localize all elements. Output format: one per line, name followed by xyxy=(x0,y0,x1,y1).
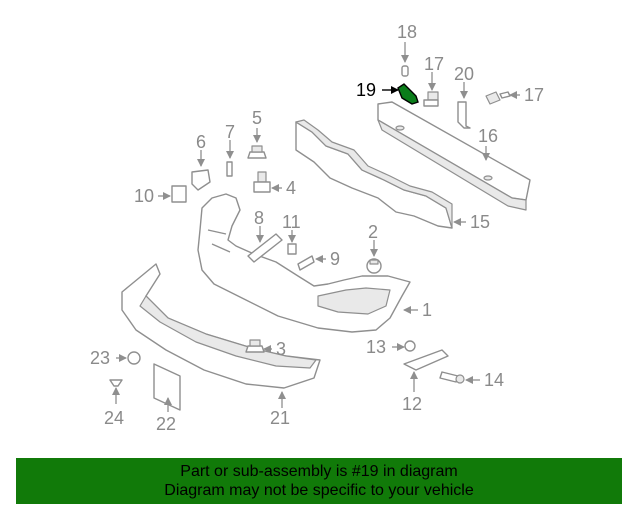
part-8-bracket xyxy=(247,233,283,263)
callout-5[interactable]: 5 xyxy=(252,108,262,128)
part-12-bracket xyxy=(403,349,449,371)
callout-7[interactable]: 7 xyxy=(225,122,235,142)
part-17-bolt-left xyxy=(423,91,439,107)
callout-15[interactable]: 15 xyxy=(470,212,490,232)
part-21-lower-valance xyxy=(121,263,321,389)
callout-2[interactable]: 2 xyxy=(368,222,378,242)
part-7-pin xyxy=(226,161,233,177)
part-24-screw xyxy=(109,379,123,387)
part-19-bracket-highlighted xyxy=(397,83,419,105)
callout-13[interactable]: 13 xyxy=(366,337,386,357)
callout-24[interactable]: 24 xyxy=(104,408,124,428)
callout-3[interactable]: 3 xyxy=(276,339,286,359)
part-18-clip xyxy=(401,65,409,77)
callout-12[interactable]: 12 xyxy=(402,394,422,414)
leader-lines xyxy=(112,42,520,412)
callout-22[interactable]: 22 xyxy=(156,414,176,434)
part-13-clip xyxy=(404,340,416,352)
part-6-bracket xyxy=(191,169,211,191)
part-4-bolt xyxy=(253,171,271,193)
part-5-nut xyxy=(247,145,267,159)
part-10-bracket xyxy=(171,185,187,203)
callout-9[interactable]: 9 xyxy=(330,249,340,269)
footer-line-2: Diagram may not be specific to your vehi… xyxy=(164,482,474,499)
callout-20[interactable]: 20 xyxy=(454,64,474,84)
part-17-bolt-right xyxy=(485,91,511,105)
parts-diagram: 18 19 17 20 17 16 5 6 7 4 10 8 11 2 9 15… xyxy=(90,22,544,434)
callout-18[interactable]: 18 xyxy=(397,22,417,42)
callout-16[interactable]: 16 xyxy=(478,126,498,146)
callout-6[interactable]: 6 xyxy=(196,132,206,152)
part-2-clip xyxy=(366,258,382,274)
callout-23[interactable]: 23 xyxy=(90,348,110,368)
callout-4[interactable]: 4 xyxy=(286,178,296,198)
callout-1[interactable]: 1 xyxy=(422,300,432,320)
callout-14[interactable]: 14 xyxy=(484,370,504,390)
part-9-seal xyxy=(297,255,315,271)
part-15-energy-absorber xyxy=(295,119,453,229)
footer-banner: Part or sub-assembly is #19 in diagram D… xyxy=(16,458,622,504)
callout-labels: 18 19 17 20 17 16 5 6 7 4 10 8 11 2 9 15… xyxy=(90,22,544,434)
footer-line-1: Part or sub-assembly is #19 in diagram xyxy=(180,463,458,480)
callout-17-right[interactable]: 17 xyxy=(524,85,544,105)
part-23-clip xyxy=(127,351,141,365)
part-22-plate xyxy=(153,363,181,411)
callout-19-highlighted[interactable]: 19 xyxy=(356,80,376,100)
callout-11[interactable]: 11 xyxy=(282,212,301,232)
part-16-reinforcement xyxy=(377,101,531,211)
part-20-bracket xyxy=(457,101,471,129)
part-3-nut xyxy=(245,339,265,353)
callout-10[interactable]: 10 xyxy=(134,186,154,206)
callout-21[interactable]: 21 xyxy=(270,408,290,428)
part-14-bolt xyxy=(439,371,465,384)
callout-17-left[interactable]: 17 xyxy=(424,54,444,74)
part-1-bumper-cover xyxy=(197,193,411,333)
callout-8[interactable]: 8 xyxy=(254,208,264,228)
part-11-clip xyxy=(287,243,297,255)
